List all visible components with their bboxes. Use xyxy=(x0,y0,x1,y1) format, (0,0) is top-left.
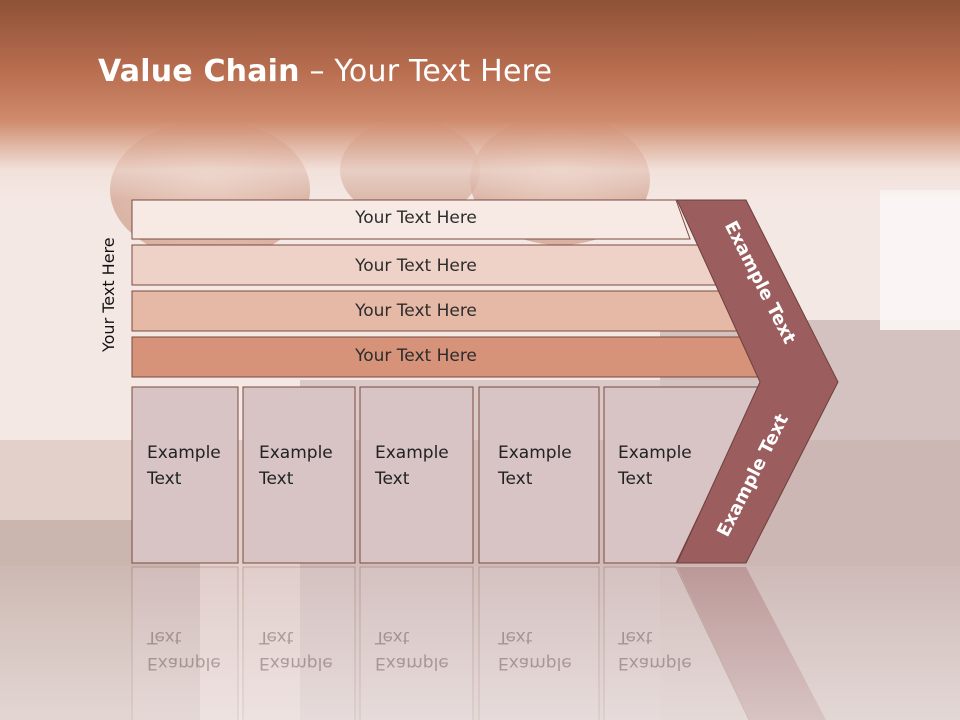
cell-4-line-2: Text xyxy=(498,469,533,489)
reflection-shapes xyxy=(0,566,960,720)
support-bar-label-3: Your Text Here xyxy=(355,301,477,321)
reflection-text-4-line-2: Text xyxy=(498,627,533,647)
cell-5-line-1: Example xyxy=(618,443,692,463)
cell-1-line-1: Example xyxy=(147,443,221,463)
cell-2-line-1: Example xyxy=(259,443,333,463)
reflection-text-3: Example Text xyxy=(375,624,475,676)
reflection-text-3-line-2: Text xyxy=(375,627,410,647)
slide-title: Value Chain – Your Text Here xyxy=(98,54,552,89)
support-bar-label-2: Your Text Here xyxy=(355,256,477,276)
cell-1-line-2: Text xyxy=(147,469,182,489)
cell-5-line-2: Text xyxy=(618,469,653,489)
reflection-text-2-line-1: Example xyxy=(259,653,333,673)
primary-cell-2 xyxy=(242,386,356,564)
support-bar-label-1: Your Text Here xyxy=(355,208,477,228)
reflection-text-1: Example Text xyxy=(147,624,247,676)
reflection-text-4-line-1: Example xyxy=(498,653,572,673)
reflection-text-5-line-1: Example xyxy=(618,653,692,673)
reflection-text-1-line-1: Example xyxy=(147,653,221,673)
title-rest: – Your Text Here xyxy=(299,54,553,89)
reflection-text-5-line-2: Text xyxy=(618,627,653,647)
cell-2-line-2: Text xyxy=(259,469,294,489)
cell-3-line-2: Text xyxy=(375,469,410,489)
support-bar-label-4: Your Text Here xyxy=(355,346,477,366)
primary-cell-4 xyxy=(478,386,600,564)
reflection-text-2-line-2: Text xyxy=(259,627,294,647)
reflection-text-5: Example Text xyxy=(618,624,718,676)
reflection-text-4: Example Text xyxy=(498,624,598,676)
margin-chevron xyxy=(676,199,839,564)
cell-4-line-1: Example xyxy=(498,443,572,463)
primary-cell-5 xyxy=(603,386,761,564)
reflection-text-2: Example Text xyxy=(259,624,359,676)
header-band xyxy=(0,0,960,200)
reflection: Example Text Example Text Example Text Exam… xyxy=(0,566,960,720)
primary-cell-3 xyxy=(359,386,474,564)
primary-cell-1 xyxy=(131,386,239,564)
support-bar-1 xyxy=(131,199,691,240)
title-bold: Value Chain xyxy=(98,54,300,89)
reflection-text-1-line-2: Text xyxy=(147,627,182,647)
reflection-text-3-line-1: Example xyxy=(375,653,449,673)
cell-3-line-1: Example xyxy=(375,443,449,463)
